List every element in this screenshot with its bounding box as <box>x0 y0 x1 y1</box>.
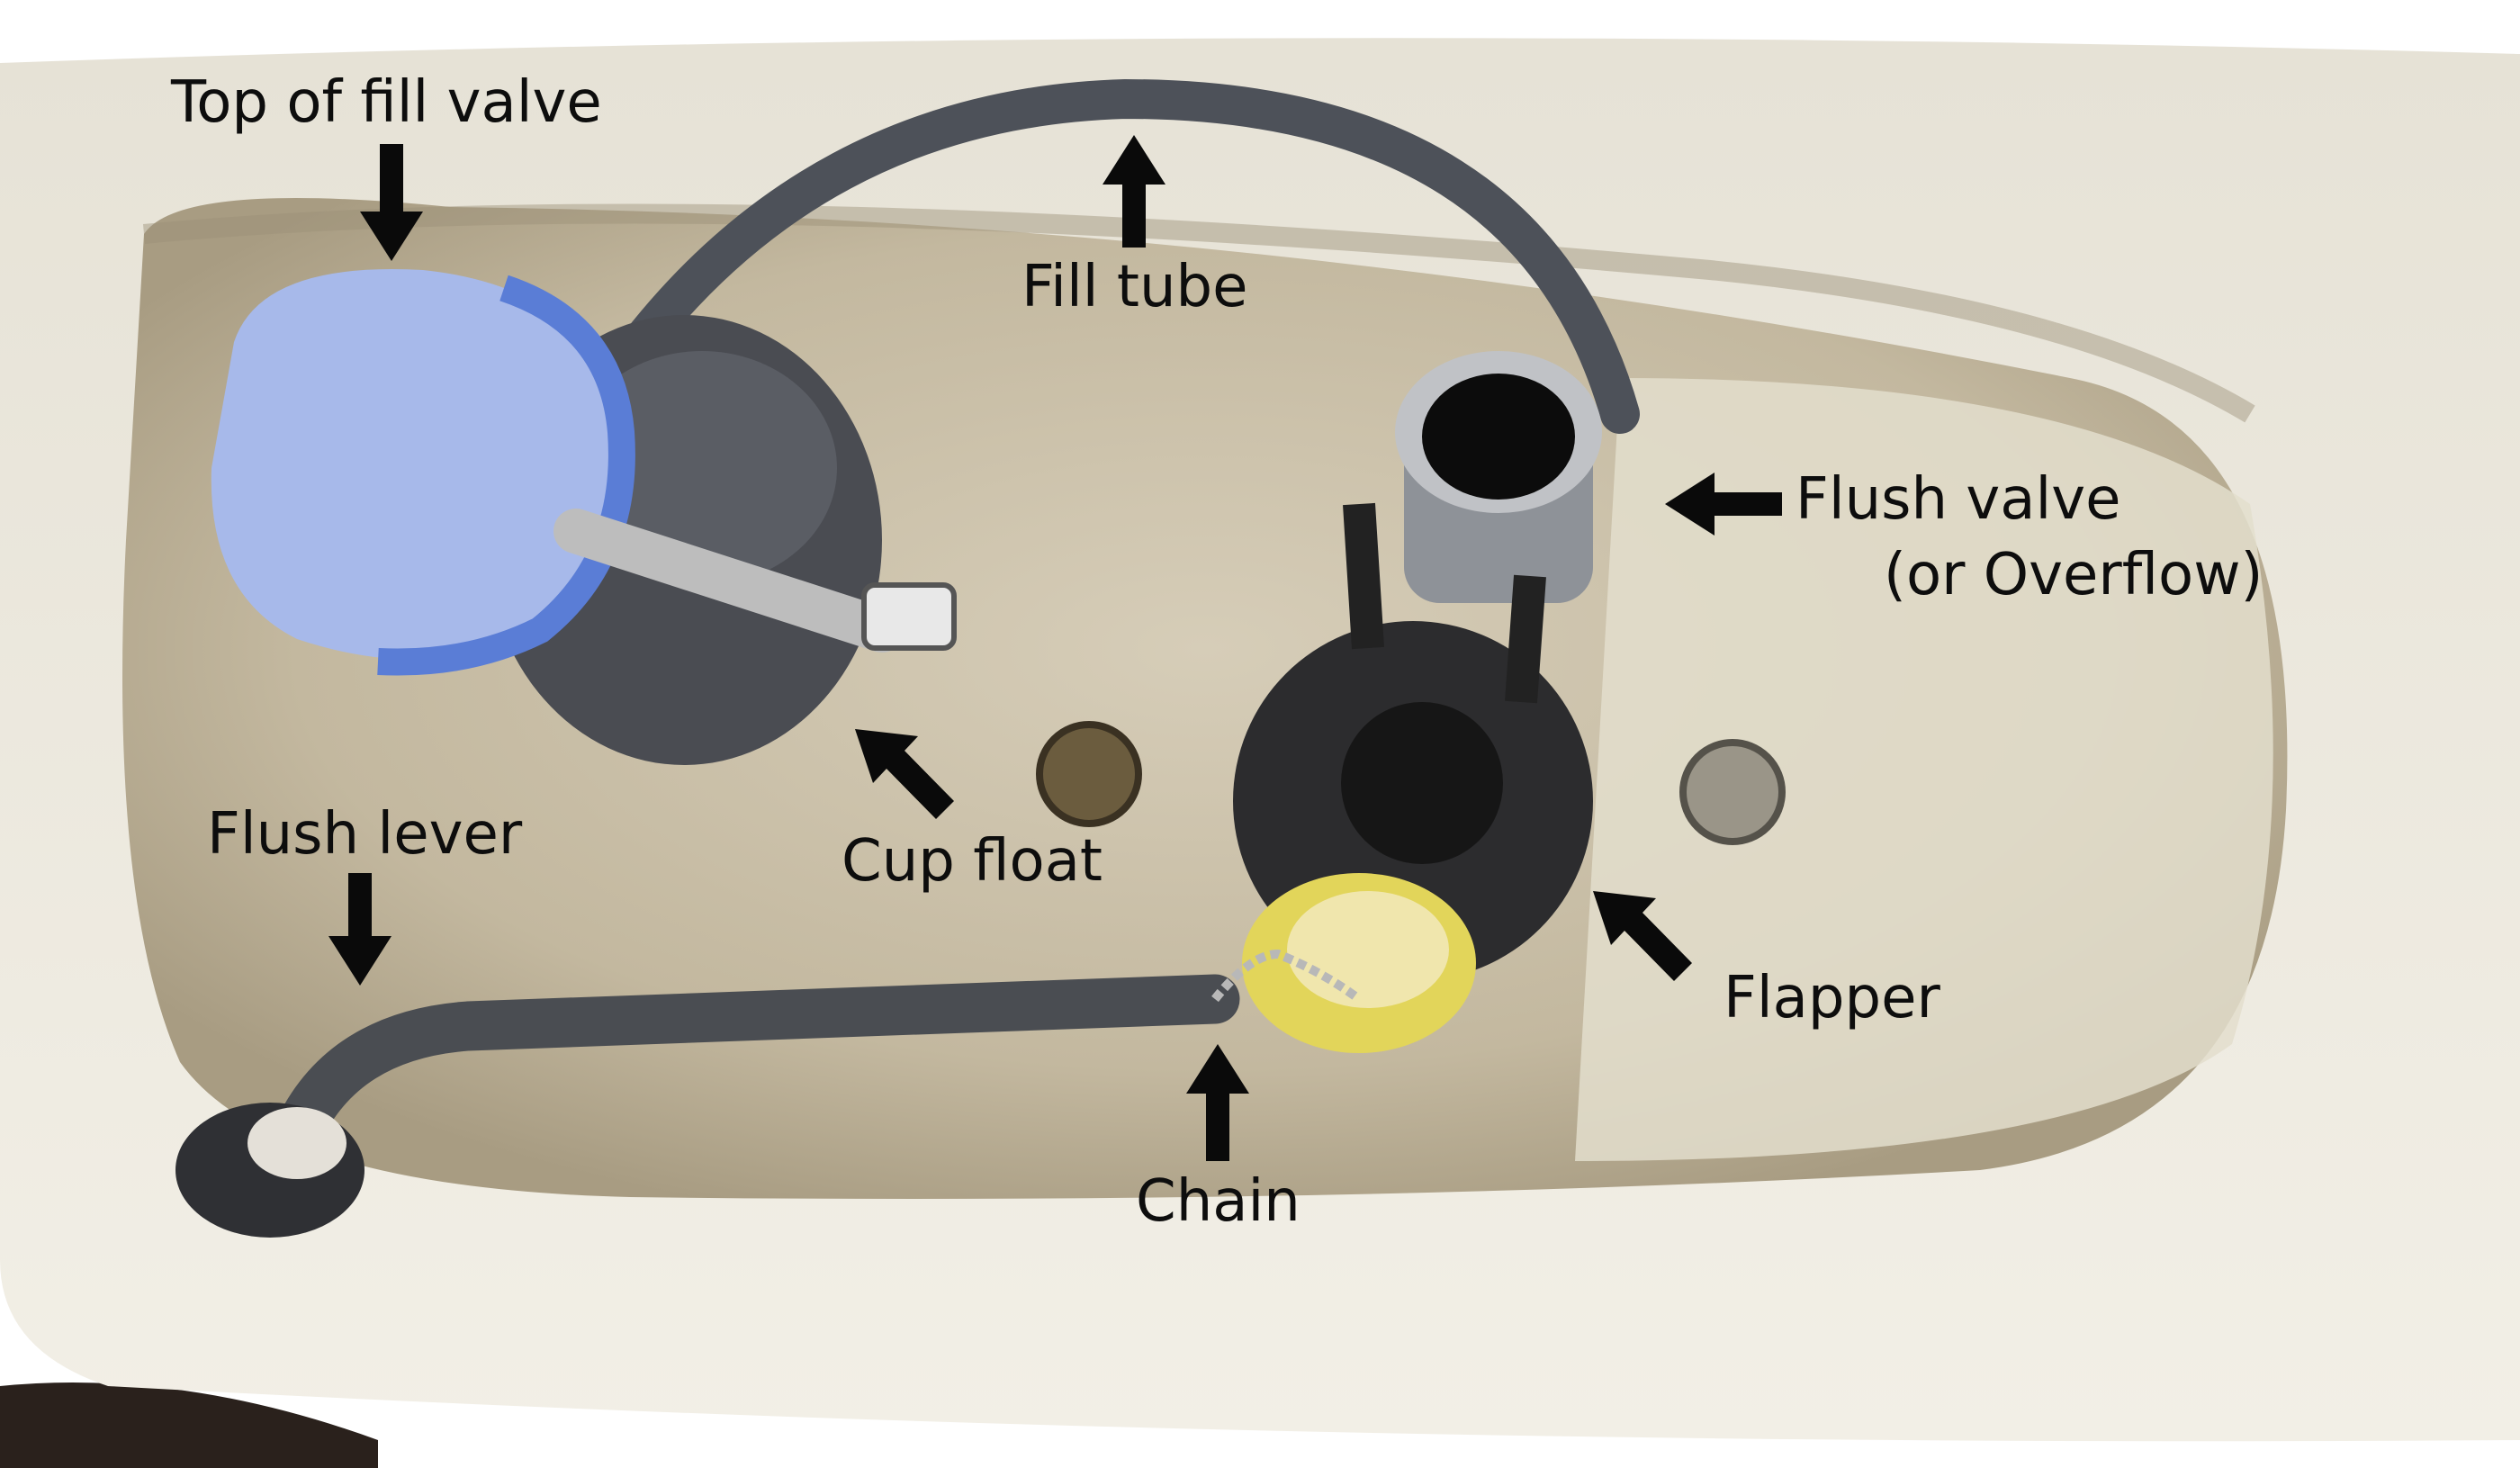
tank-interior-light <box>1575 378 2273 1161</box>
label-flush-valve: Flush valve <box>1796 466 2121 533</box>
label-flush-lever: Flush lever <box>207 801 523 868</box>
label-top-of-fill-valve: Top of fill valve <box>171 69 602 136</box>
tank-bolt-right <box>1679 739 1786 845</box>
floor-corner <box>0 1382 378 1468</box>
arm-clip <box>861 582 957 651</box>
tank-bolt-left <box>1036 721 1142 827</box>
float-arm <box>554 509 904 653</box>
arrow-flush-lever-icon <box>328 873 392 986</box>
label-cup-float: Cup float <box>842 828 1102 895</box>
chain-links <box>1211 949 1362 1004</box>
label-fill-tube: Fill tube <box>1022 254 1248 320</box>
arrow-flush-valve-icon <box>1665 473 1782 536</box>
rim-shadow <box>142 203 2255 423</box>
label-flapper: Flapper <box>1724 965 1940 1031</box>
label-overflow: (or Overflow) <box>1884 542 2264 608</box>
fill-valve-cap <box>211 269 622 660</box>
flapper-arms <box>1343 502 1546 704</box>
arrow-fill-valve-top-icon <box>360 144 423 261</box>
arrow-fill-tube-icon <box>1102 135 1166 248</box>
label-chain: Chain <box>1136 1168 1300 1235</box>
flush-lever-washer <box>248 1107 346 1179</box>
fill-tube <box>601 78 1640 434</box>
chain-float-top <box>1287 891 1449 1008</box>
overflow-pipe-opening <box>1422 374 1575 500</box>
arrow-cup-float-icon <box>855 729 954 819</box>
arrow-chain-icon <box>1186 1044 1249 1161</box>
arrow-flapper-icon <box>1593 891 1692 981</box>
flapper-ball <box>1341 702 1503 864</box>
